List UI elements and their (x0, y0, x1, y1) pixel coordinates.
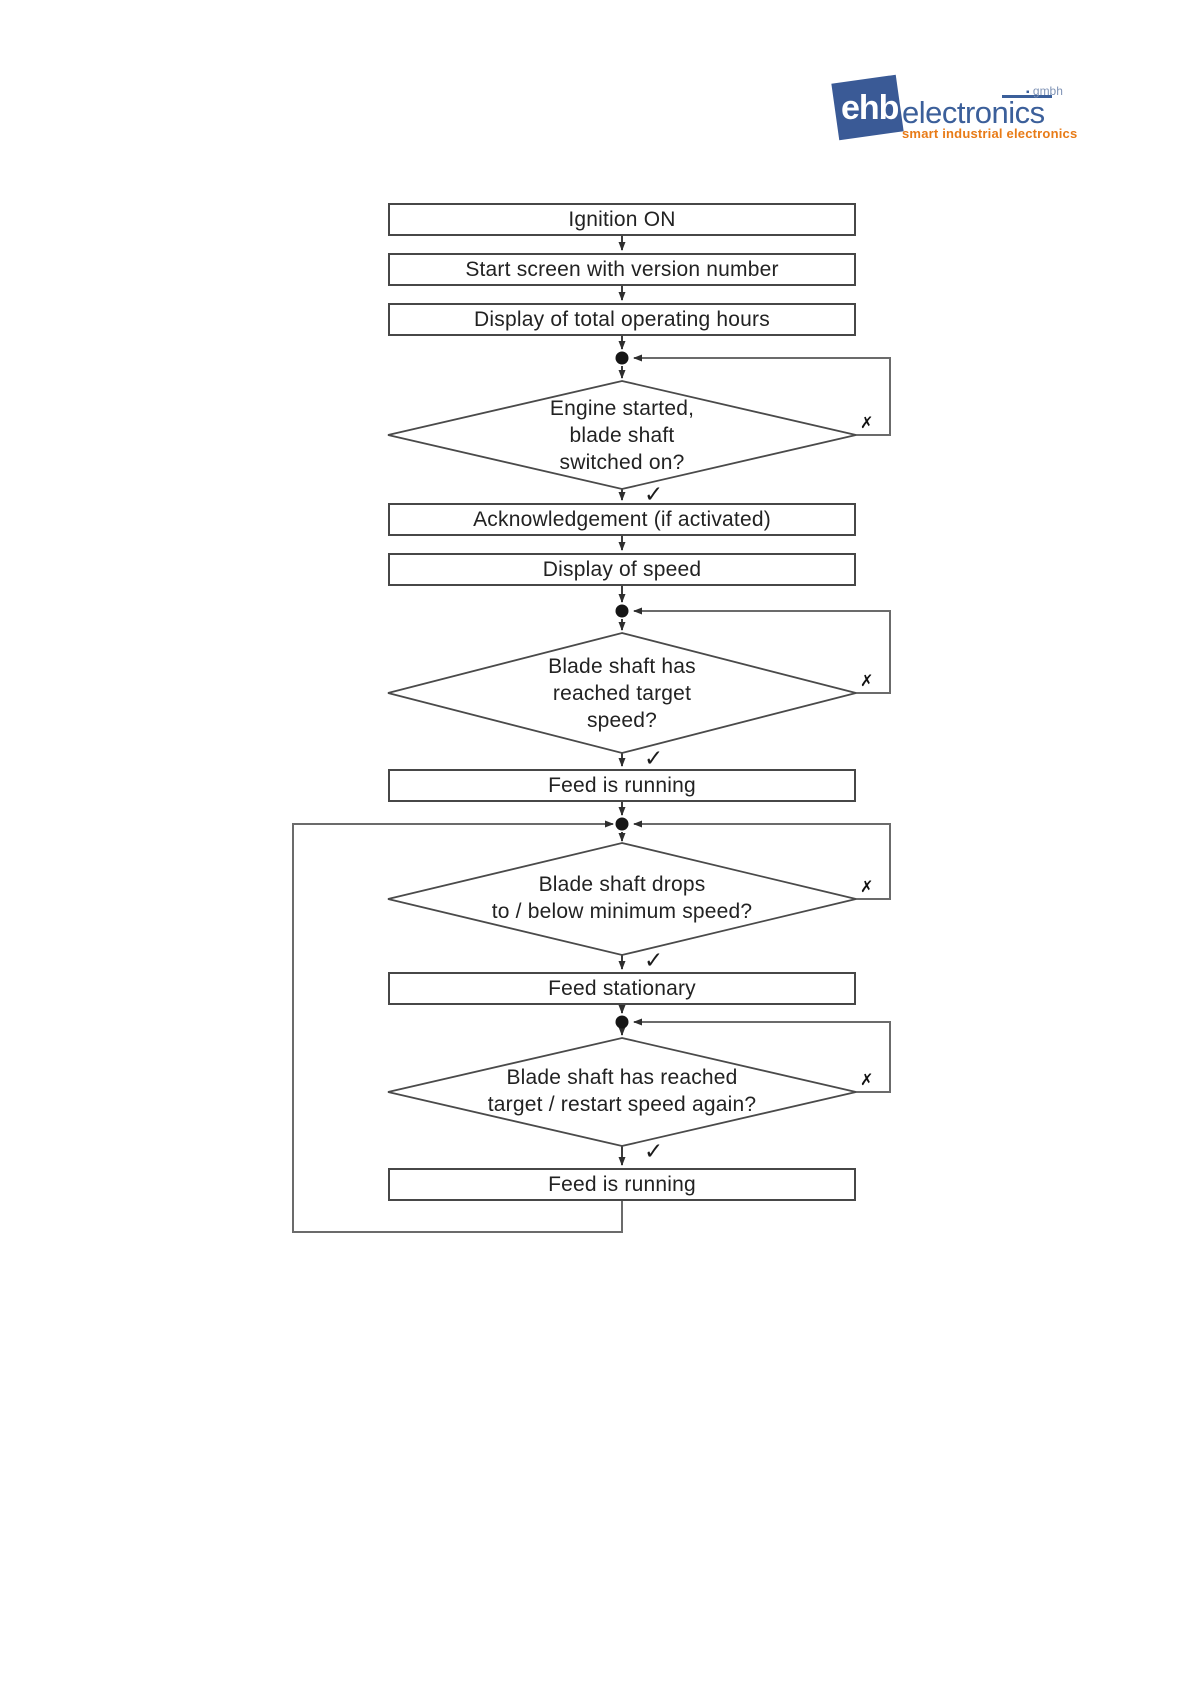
junction-dot-1 (615, 351, 629, 365)
decision-diamonds (387, 380, 857, 1147)
logo-overline (1002, 95, 1052, 98)
flow-box-operating-hours: Display of total operating hours (388, 303, 856, 336)
junction-dots (615, 351, 629, 1029)
logo-tagline: smart industrial electronics (902, 126, 1078, 141)
flow-box-feed-is-running-1: Feed is running (388, 769, 856, 802)
logo-ehb-text: ehb (841, 89, 899, 127)
decision-label-minimum-speed: Blade shaft drops to / below minimum spe… (491, 873, 753, 923)
no-cross-label-2: ✗ (860, 673, 874, 690)
flow-box-start-screen: Start screen with version number (388, 253, 856, 286)
feedback-loop-4 (633, 1018, 891, 1093)
yes-check-label-3: ✓ (644, 947, 664, 973)
no-cross-label-1: ✗ (860, 415, 874, 432)
decision-diamond-4 (387, 1037, 857, 1147)
flow-box-display-of-speed: Display of speed (388, 553, 856, 586)
restart-loop (292, 820, 623, 1233)
ehb-electronics-logo: ehb electronics ▪ gmbh smart industrial … (830, 60, 1080, 146)
flow-box-acknowledgement: Acknowledgement (if activated) (388, 503, 856, 536)
junction-dot-4 (615, 1015, 629, 1029)
decision-diamond-3 (387, 842, 857, 956)
feedback-loop-1 (633, 354, 891, 436)
flow-box-feed-is-running-2: Feed is running (388, 1168, 856, 1201)
decision-label-target-speed: Blade shaft has reached target speed? (548, 655, 696, 732)
decision-diamond-1 (387, 380, 857, 490)
logo-bullet-icon: ▪ (1026, 87, 1030, 98)
feedback-loop-3 (633, 820, 891, 900)
logo-gmbh-text: ▪ gmbh (1026, 84, 1063, 98)
no-cross-label-4: ✗ (860, 1072, 874, 1089)
decision-diamond-2 (387, 632, 857, 754)
feedback-loop-2 (633, 607, 891, 694)
decision-label-engine-started: Engine started, blade shaft switched on? (549, 397, 695, 474)
yes-check-label-4: ✓ (644, 1138, 664, 1164)
logo-gmbh-label: gmbh (1032, 84, 1063, 98)
decision-label-restart-speed: Blade shaft has reached target / restart… (487, 1066, 757, 1116)
yes-check-label-2: ✓ (644, 745, 664, 771)
yes-check-label-1: ✓ (644, 481, 664, 507)
no-cross-label-3: ✗ (860, 879, 874, 896)
no-feedback-loops (292, 354, 891, 1233)
junction-dot-3 (615, 817, 629, 831)
junction-dot-2 (615, 604, 629, 618)
flow-box-feed-stationary: Feed stationary (388, 972, 856, 1005)
logo-electronics-text: electronics (902, 95, 1045, 130)
flow-box-ignition-on: Ignition ON (388, 203, 856, 236)
